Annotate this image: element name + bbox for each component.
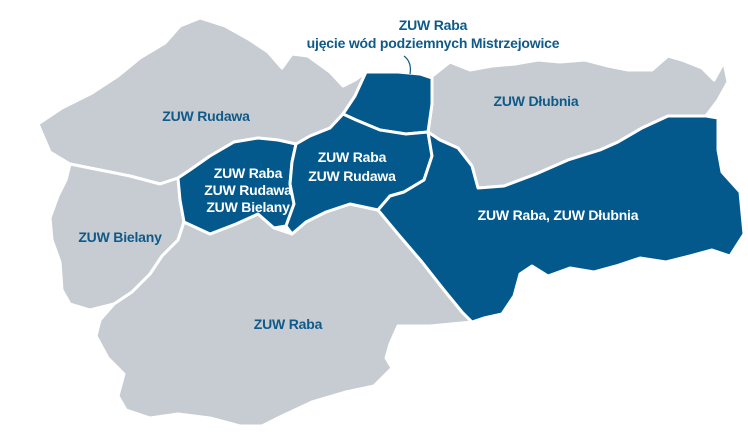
label-mixed-three-line-2: ZUW Rudawa: [204, 182, 292, 198]
label-mixed-two-line-2: ZUW Rudawa: [308, 168, 396, 184]
mistrzejowice-subtitle: ujęcie wód podziemnych Mistrzejowice: [307, 35, 560, 51]
label-mixed-two-line-1: ZUW Raba: [318, 149, 387, 165]
mistrzejowice-title: ZUW Raba: [399, 17, 468, 33]
zone-raba-dlubnia[interactable]: [376, 114, 746, 324]
label-raba-dlubnia: ZUW Raba, ZUW Dłubnia: [478, 207, 639, 223]
label-bielany: ZUW Bielany: [78, 229, 162, 245]
mistrzejowice-leader-line: [403, 55, 411, 75]
label-rudawa: ZUW Rudawa: [162, 108, 250, 124]
label-mixed-three-line-3: ZUW Bielany: [206, 199, 290, 215]
label-raba: ZUW Raba: [254, 316, 323, 332]
label-dlubnia: ZUW Dłubnia: [494, 93, 579, 109]
label-mixed-three-line-1: ZUW Raba: [214, 165, 283, 181]
zone-raba[interactable]: [94, 202, 474, 428]
